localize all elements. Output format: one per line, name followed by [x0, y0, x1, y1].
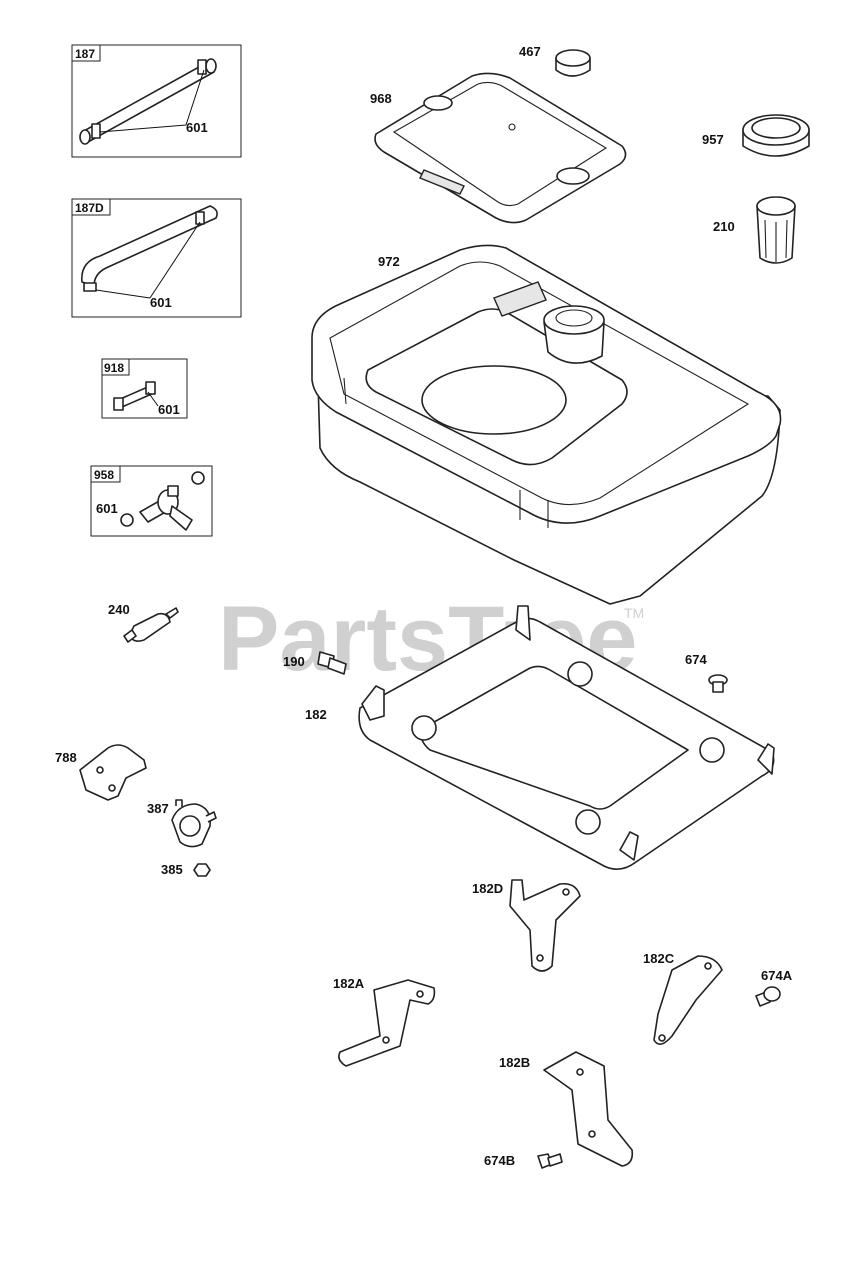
label-674: 674 — [685, 652, 707, 667]
fuel-line-short — [113, 381, 156, 411]
kit-187-box[interactable]: 187 601 — [71, 44, 242, 158]
kit-918-part-601: 601 — [158, 402, 180, 417]
label-182A: 182A — [333, 976, 365, 991]
part-674A-screw[interactable]: 674A — [755, 968, 793, 1007]
label-385: 385 — [161, 862, 183, 877]
part-385-screw[interactable]: 385 — [161, 862, 211, 877]
part-182D-bracket[interactable]: 182D — [472, 879, 581, 972]
label-467: 467 — [519, 44, 541, 59]
part-182-tank-bracket[interactable]: 182 — [305, 605, 775, 870]
part-788-pump-bracket[interactable]: 788 — [55, 744, 147, 801]
label-674A: 674A — [761, 968, 793, 983]
kit-918-box[interactable]: 918 601 — [101, 358, 188, 419]
kit-187-label: 187 — [75, 47, 95, 61]
label-182: 182 — [305, 707, 327, 722]
label-674B: 674B — [484, 1153, 515, 1168]
label-182D: 182D — [472, 881, 503, 896]
fuel-shutoff-valve — [120, 471, 205, 531]
fuel-line-straight — [79, 58, 217, 145]
part-972-fuel-tank[interactable]: 972 — [311, 244, 782, 605]
label-968: 968 — [370, 91, 392, 106]
part-190-fitting[interactable]: 190 — [283, 651, 347, 675]
part-182B-bracket[interactable]: 182B — [499, 1051, 634, 1167]
kit-958-box[interactable]: 958 601 — [90, 465, 213, 537]
label-788: 788 — [55, 750, 77, 765]
watermark-trademark: TM — [624, 605, 644, 621]
kit-918-label: 918 — [104, 361, 124, 375]
label-240: 240 — [108, 602, 130, 617]
kit-187D-label: 187D — [75, 201, 104, 215]
label-957: 957 — [702, 132, 724, 147]
label-182C: 182C — [643, 951, 675, 966]
label-182B: 182B — [499, 1055, 530, 1070]
fuel-line-curved — [81, 205, 218, 292]
part-182A-bracket[interactable]: 182A — [333, 976, 436, 1067]
part-240-fuel-filter[interactable]: 240 — [108, 602, 179, 643]
kit-187D-box[interactable]: 187D 601 — [71, 198, 242, 318]
part-968-tank-cover[interactable]: 968 — [370, 72, 627, 224]
kit-958-part-601: 601 — [96, 501, 118, 516]
label-387: 387 — [147, 801, 169, 816]
label-210: 210 — [713, 219, 735, 234]
kit-187D-part-601: 601 — [150, 295, 172, 310]
kit-958-label: 958 — [94, 468, 114, 482]
part-467-vent-cap[interactable]: 467 — [519, 44, 591, 77]
part-387-fuel-pump[interactable]: 387 — [147, 799, 217, 848]
part-674B-screw[interactable]: 674B — [484, 1153, 563, 1169]
kit-187-part-601: 601 — [186, 120, 208, 135]
part-210-fuel-strainer[interactable]: 210 — [713, 196, 796, 264]
part-182C-bracket[interactable]: 182C — [643, 951, 723, 1045]
label-972: 972 — [378, 254, 400, 269]
label-190: 190 — [283, 654, 305, 669]
part-674-screw[interactable]: 674 — [685, 652, 728, 693]
part-957-fuel-cap[interactable]: 957 — [702, 114, 810, 157]
